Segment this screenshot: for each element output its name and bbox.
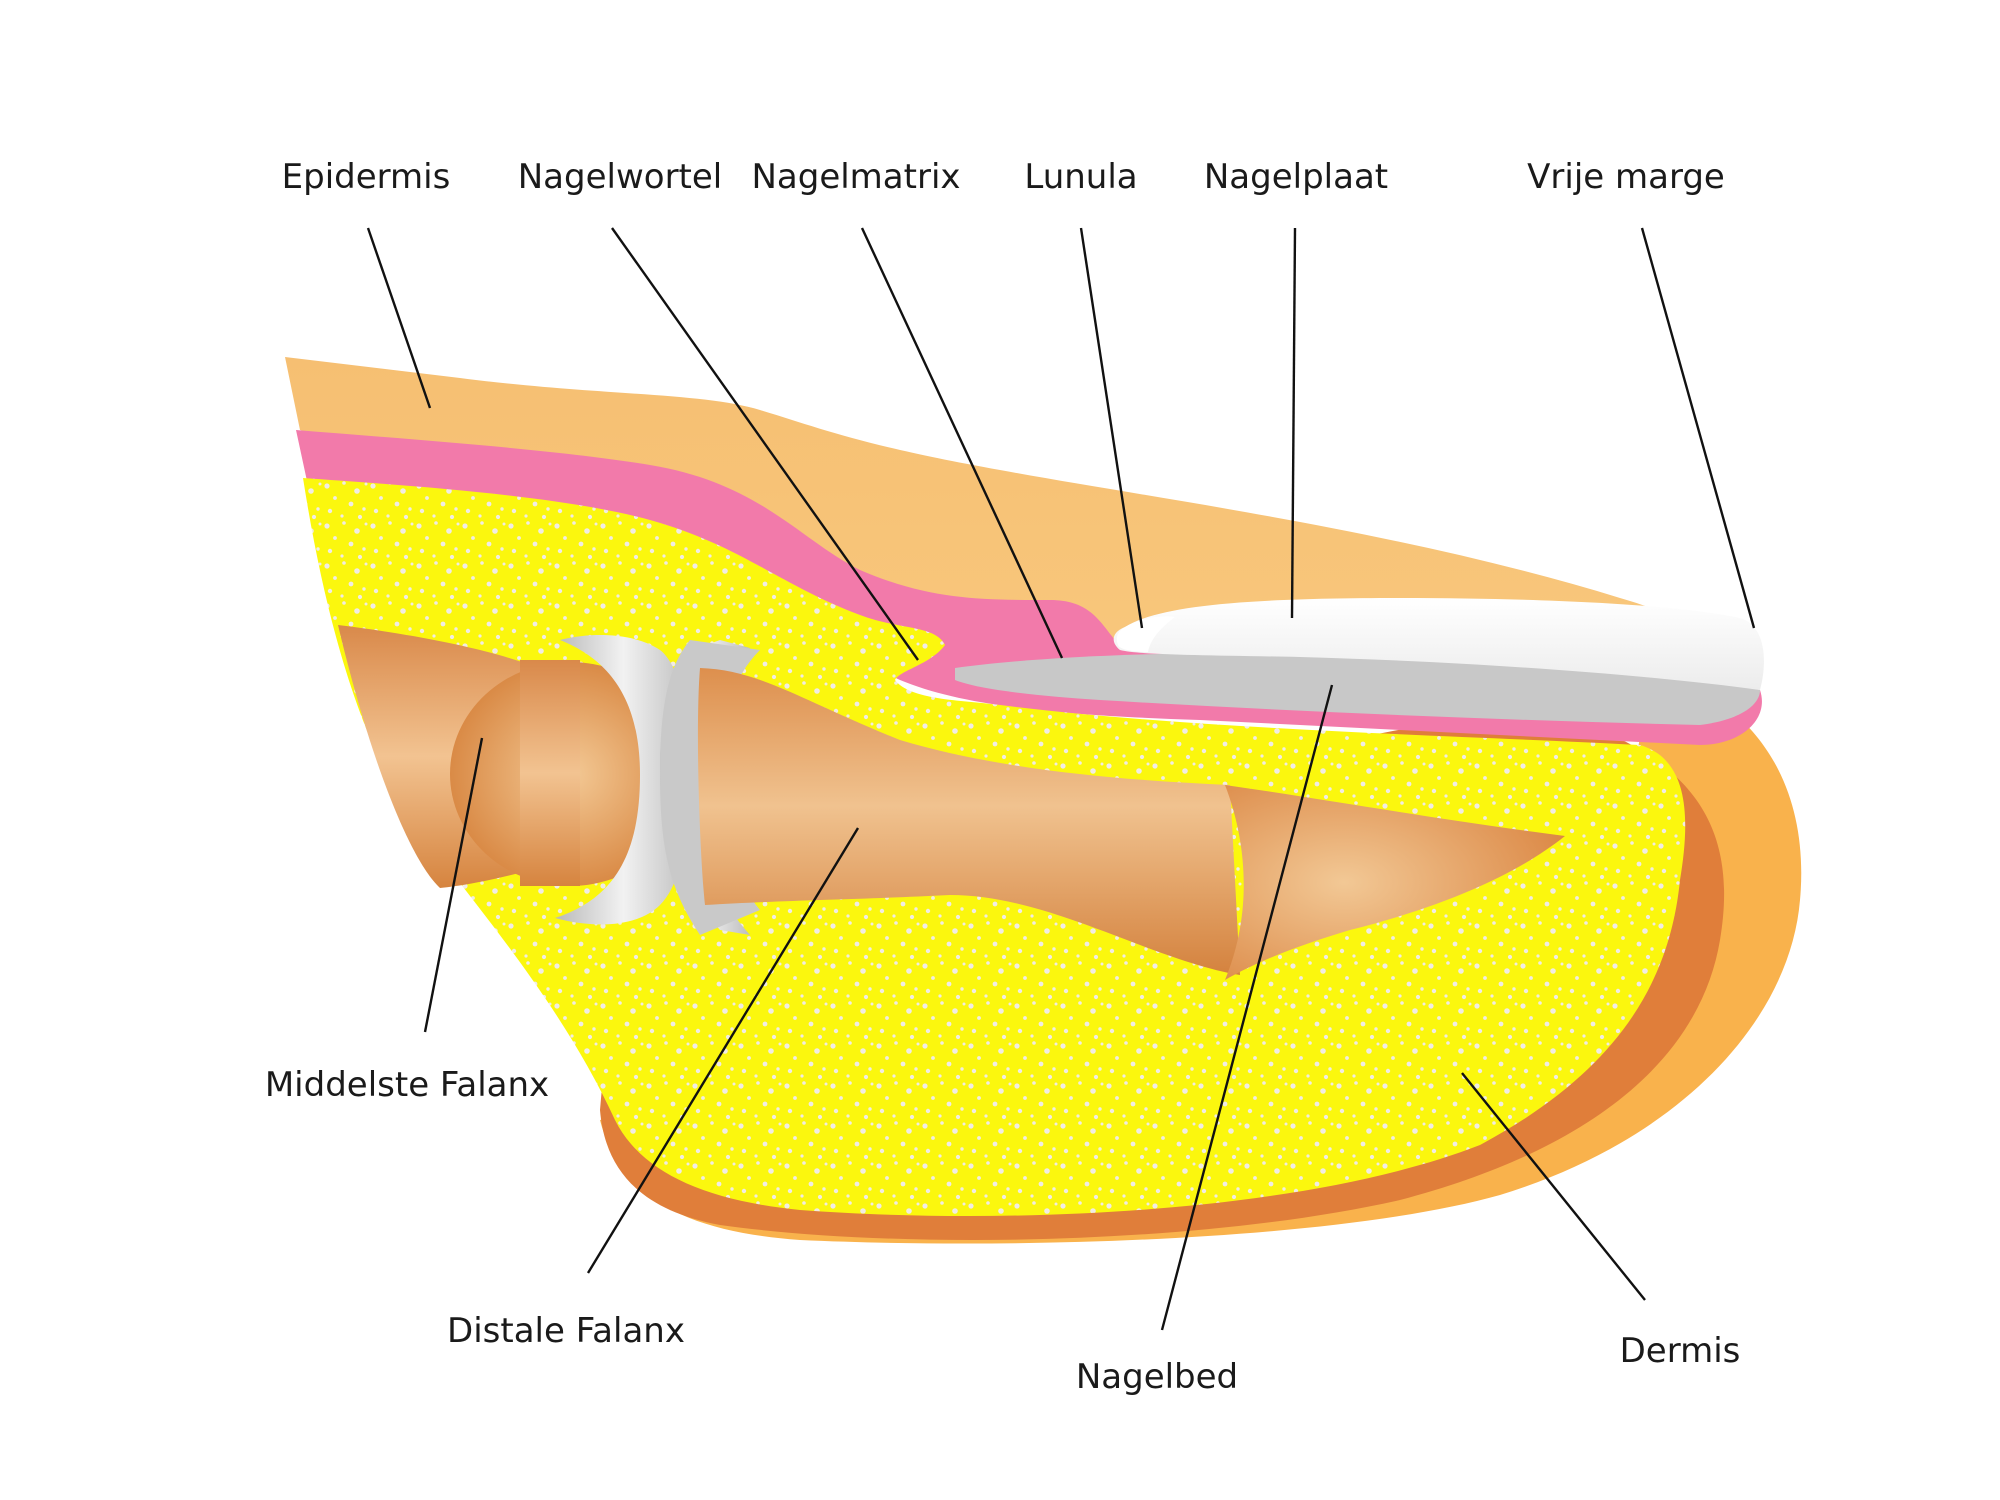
leader-nagelbed [1160,684,1334,1331]
leader-vrije-marge [1640,227,1756,629]
leader-distale-falanx [586,827,860,1274]
nail-bed [955,653,1760,725]
label-distale-falanx: Distale Falanx [447,1311,685,1351]
epidermis-layer [285,357,1740,660]
label-nagelmatrix: Nagelmatrix [751,157,960,197]
label-dermis: Dermis [1620,1331,1741,1371]
distal-phalanx-shaft [697,668,1240,975]
leader-lunula [1079,227,1144,629]
middle-phalanx-neck [520,660,580,886]
nail-plate [1113,598,1764,690]
label-nagelwortel: Nagelwortel [518,157,723,197]
leader-nagelplaat [1290,227,1297,619]
leader-nagelwortel [611,227,919,661]
label-nagelbed: Nagelbed [1076,1357,1238,1397]
distal-phalanx-tuft [1225,785,1565,980]
label-nagelplaat: Nagelplaat [1204,157,1388,197]
joint-cartilage-proximal [555,635,692,925]
lunula [1116,616,1175,652]
label-middelste-falanx: Middelste Falanx [265,1065,549,1105]
label-epidermis: Epidermis [282,157,451,197]
label-lunula: Lunula [1024,157,1137,197]
leader-middelste-falanx [423,737,484,1033]
leader-epidermis [366,227,432,409]
label-vrije-marge: Vrije marge [1527,157,1725,197]
leader-dermis [1461,1072,1646,1301]
leader-nagelmatrix [860,227,1064,659]
